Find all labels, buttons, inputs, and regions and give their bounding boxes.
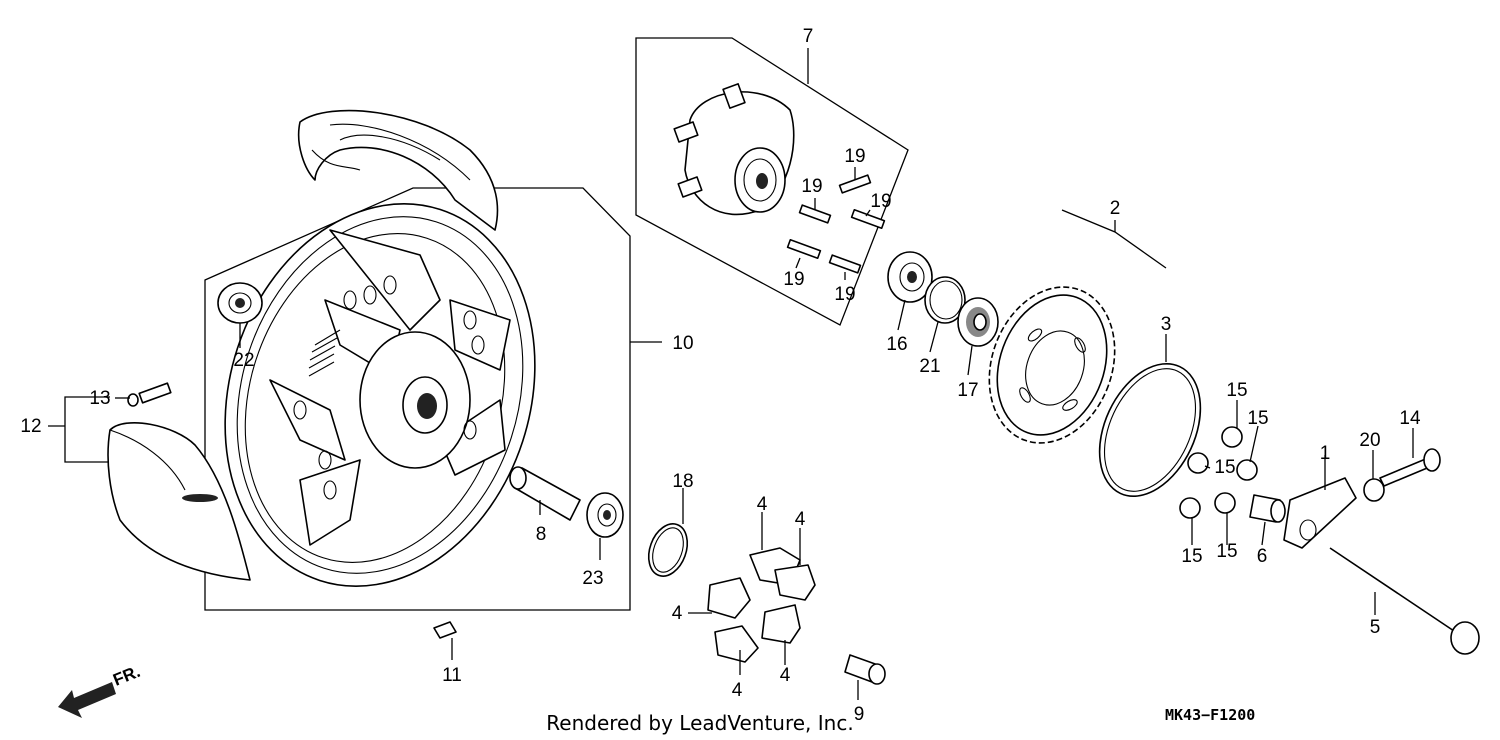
callout-15: 15 bbox=[1216, 541, 1237, 562]
callout-15: 15 bbox=[1247, 408, 1268, 429]
callout-23: 23 bbox=[582, 568, 603, 589]
leader-lines bbox=[115, 167, 1414, 700]
valve-stem-13 bbox=[127, 382, 172, 407]
axle-5 bbox=[1329, 547, 1480, 655]
callout-17: 17 bbox=[957, 380, 978, 401]
callout-14: 14 bbox=[1399, 408, 1421, 429]
diagram-code: MK43−F1200 bbox=[1165, 706, 1255, 724]
callout-13: 13 bbox=[89, 388, 110, 409]
callout-18: 18 bbox=[672, 471, 693, 492]
callout-15: 15 bbox=[1226, 380, 1247, 401]
collar-6 bbox=[1249, 494, 1286, 523]
callout-16: 16 bbox=[886, 334, 907, 355]
callout-8: 8 bbox=[536, 524, 547, 545]
stud-bolts bbox=[786, 174, 886, 274]
callout-10: 10 bbox=[672, 333, 693, 354]
callout-5: 5 bbox=[1370, 617, 1381, 638]
callout-19: 19 bbox=[783, 269, 804, 290]
front-label: FR. bbox=[110, 662, 143, 690]
callout-1: 1 bbox=[1320, 443, 1331, 464]
callout-4: 4 bbox=[732, 680, 743, 701]
callout-labels: 7 19 19 19 19 19 2 3 10 16 21 17 22 13 1… bbox=[20, 26, 1421, 725]
callout-19: 19 bbox=[834, 284, 855, 305]
nut-20 bbox=[1363, 478, 1385, 502]
snap-ring-21 bbox=[924, 276, 966, 324]
callout-6: 6 bbox=[1257, 546, 1268, 567]
callout-20: 20 bbox=[1359, 430, 1380, 451]
callout-21: 21 bbox=[919, 356, 940, 377]
callout-15: 15 bbox=[1214, 457, 1235, 478]
callout-19: 19 bbox=[870, 191, 891, 212]
callout-2: 2 bbox=[1110, 198, 1121, 219]
bearing-22 bbox=[217, 282, 263, 324]
o-ring-18 bbox=[647, 523, 689, 577]
callout-4: 4 bbox=[757, 494, 768, 515]
drive-chain-part bbox=[1098, 362, 1202, 498]
bearing-23 bbox=[586, 492, 624, 538]
bearing-16 bbox=[887, 251, 933, 303]
adjuster-plate-1 bbox=[1283, 477, 1357, 549]
callout-11: 11 bbox=[442, 665, 462, 686]
damper-rubbers bbox=[707, 547, 816, 663]
collar-8 bbox=[509, 466, 581, 521]
balance-weight-11 bbox=[433, 621, 457, 639]
footer-credit: Rendered by LeadVenture, Inc. bbox=[546, 711, 853, 735]
callout-4: 4 bbox=[672, 603, 683, 624]
front-direction-arrow: FR. bbox=[58, 662, 143, 718]
callout-12: 12 bbox=[20, 416, 41, 437]
hub-part bbox=[673, 83, 795, 216]
bracket-12 bbox=[64, 396, 110, 463]
callout-7: 7 bbox=[803, 26, 814, 47]
bracket-7 bbox=[635, 37, 909, 326]
callout-15: 15 bbox=[1181, 546, 1202, 567]
collar-9 bbox=[844, 654, 886, 685]
bolt-14 bbox=[1379, 448, 1441, 487]
callout-4: 4 bbox=[795, 509, 806, 530]
callout-4: 4 bbox=[780, 665, 791, 686]
sprocket-part bbox=[988, 286, 1116, 444]
callout-22: 22 bbox=[233, 350, 254, 371]
callout-19: 19 bbox=[801, 176, 822, 197]
tire-part bbox=[107, 109, 499, 581]
nuts-15 bbox=[1179, 426, 1258, 519]
seal-17 bbox=[957, 297, 999, 347]
bracket-10 bbox=[204, 187, 631, 611]
callout-3: 3 bbox=[1161, 314, 1172, 335]
wheel-part bbox=[224, 203, 536, 587]
callout-19: 19 bbox=[844, 146, 865, 167]
callout-9: 9 bbox=[854, 704, 865, 725]
